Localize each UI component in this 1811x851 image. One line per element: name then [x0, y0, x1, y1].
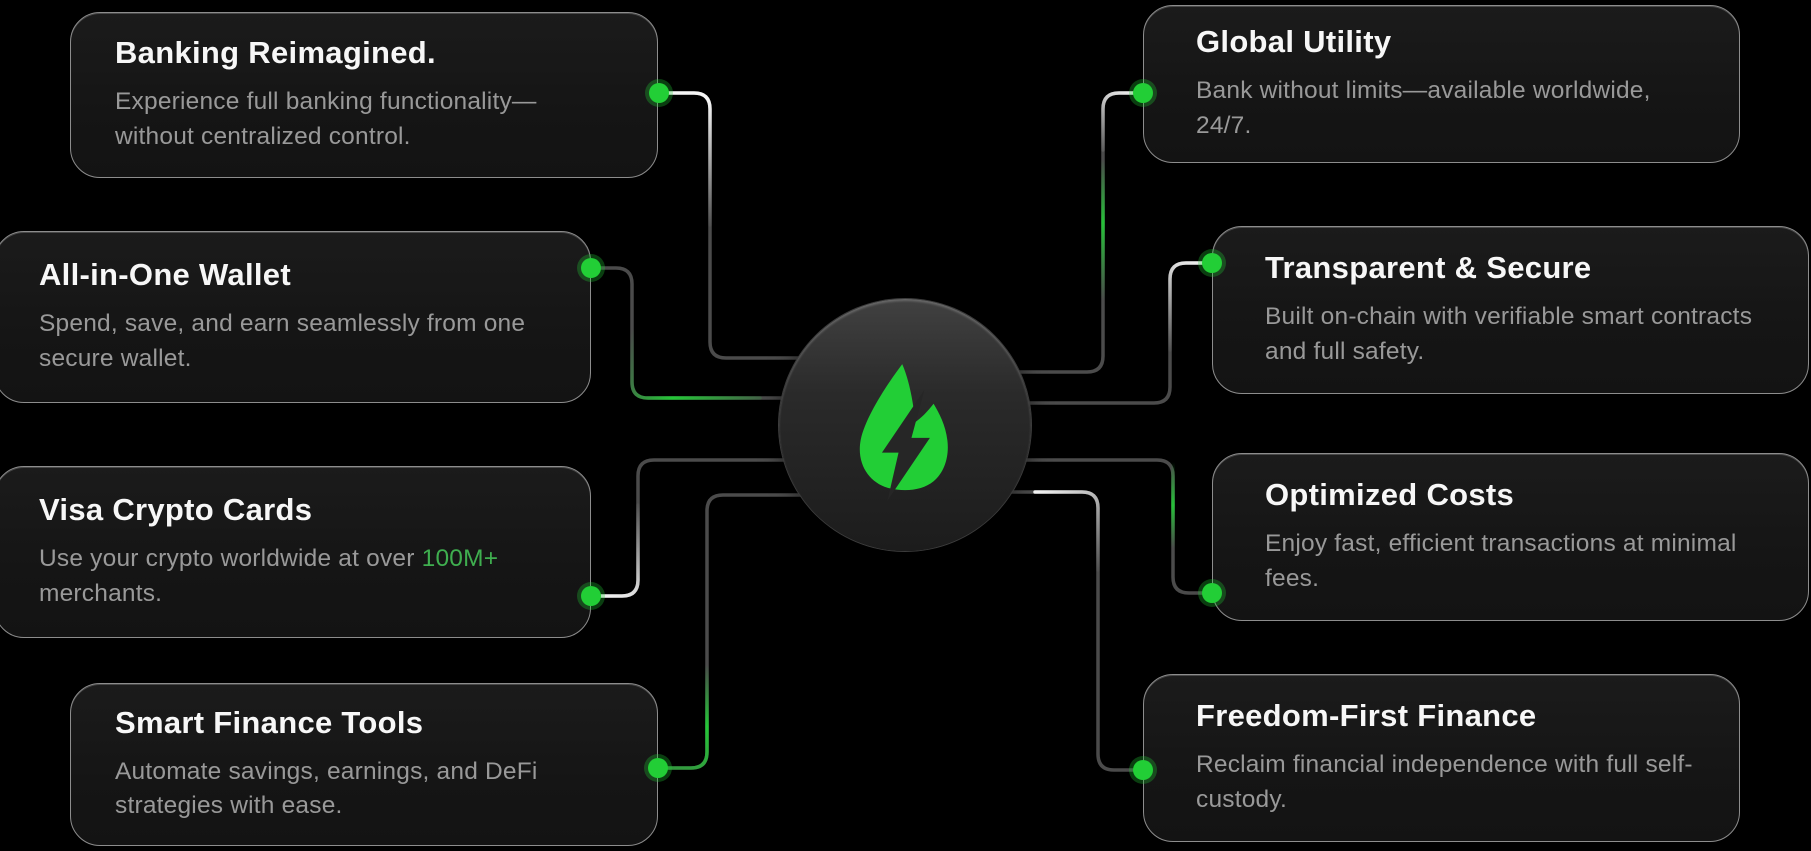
beam-highlight — [1168, 261, 1214, 352]
beam-highlight — [1101, 91, 1145, 152]
card-title: All-in-One Wallet — [39, 257, 291, 293]
card-title: Global Utility — [1196, 24, 1392, 60]
feature-card-smart-finance-tools: Smart Finance Tools Automate savings, ea… — [70, 683, 658, 846]
feature-card-all-in-one-wallet: All-in-One Wallet Spend, save, and earn … — [0, 231, 591, 403]
card-title: Optimized Costs — [1265, 477, 1515, 513]
card-description: Reclaim financial independence with full… — [1196, 751, 1693, 813]
beam-highlight-green — [630, 328, 762, 400]
card-title: Transparent & Secure — [1265, 250, 1592, 286]
card-title: Visa Crypto Cards — [39, 492, 313, 528]
beam-highlight-green — [656, 663, 709, 770]
beam-highlight — [1033, 490, 1100, 572]
feature-card-freedom-first-finance: Freedom-First Finance Reclaim financial … — [1143, 674, 1740, 842]
card-description: Enjoy fast, efficient transactions at mi… — [1265, 530, 1737, 592]
feature-card-optimized-costs: Optimized Costs Enjoy fast, efficient tr… — [1212, 453, 1809, 621]
card-title: Banking Reimagined. — [115, 35, 436, 71]
card-description: Use your crypto worldwide at over 100M+ … — [39, 542, 544, 612]
feature-card-global-utility: Global Utility Bank without limits—avail… — [1143, 5, 1740, 163]
feature-card-visa-crypto-cards: Visa Crypto Cards Use your crypto worldw… — [0, 466, 591, 638]
beam-highlight — [589, 503, 640, 598]
merchant-count-highlight: 100M+ — [421, 545, 499, 572]
card-description: Bank without limits—available worldwide,… — [1196, 77, 1651, 139]
description-text: Use your crypto worldwide at over — [39, 545, 422, 572]
card-description: Automate savings, earnings, and DeFi str… — [115, 757, 538, 820]
card-title: Smart Finance Tools — [115, 704, 424, 740]
card-description: Spend, save, and earn seamlessly from on… — [39, 310, 526, 372]
card-description: Experience full banking functionality—wi… — [115, 88, 537, 150]
center-logo-badge — [779, 299, 1031, 551]
flame-lightning-logo-icon — [859, 364, 948, 501]
card-title: Freedom-First Finance — [1196, 698, 1537, 734]
beam-highlight — [657, 91, 712, 227]
feature-card-transparent-secure: Transparent & Secure Built on-chain with… — [1212, 226, 1809, 394]
feature-card-banking-reimagined: Banking Reimagined. Experience full bank… — [70, 12, 658, 178]
description-text: merchants. — [39, 579, 163, 607]
card-description: Built on-chain with verifiable smart con… — [1265, 303, 1753, 365]
